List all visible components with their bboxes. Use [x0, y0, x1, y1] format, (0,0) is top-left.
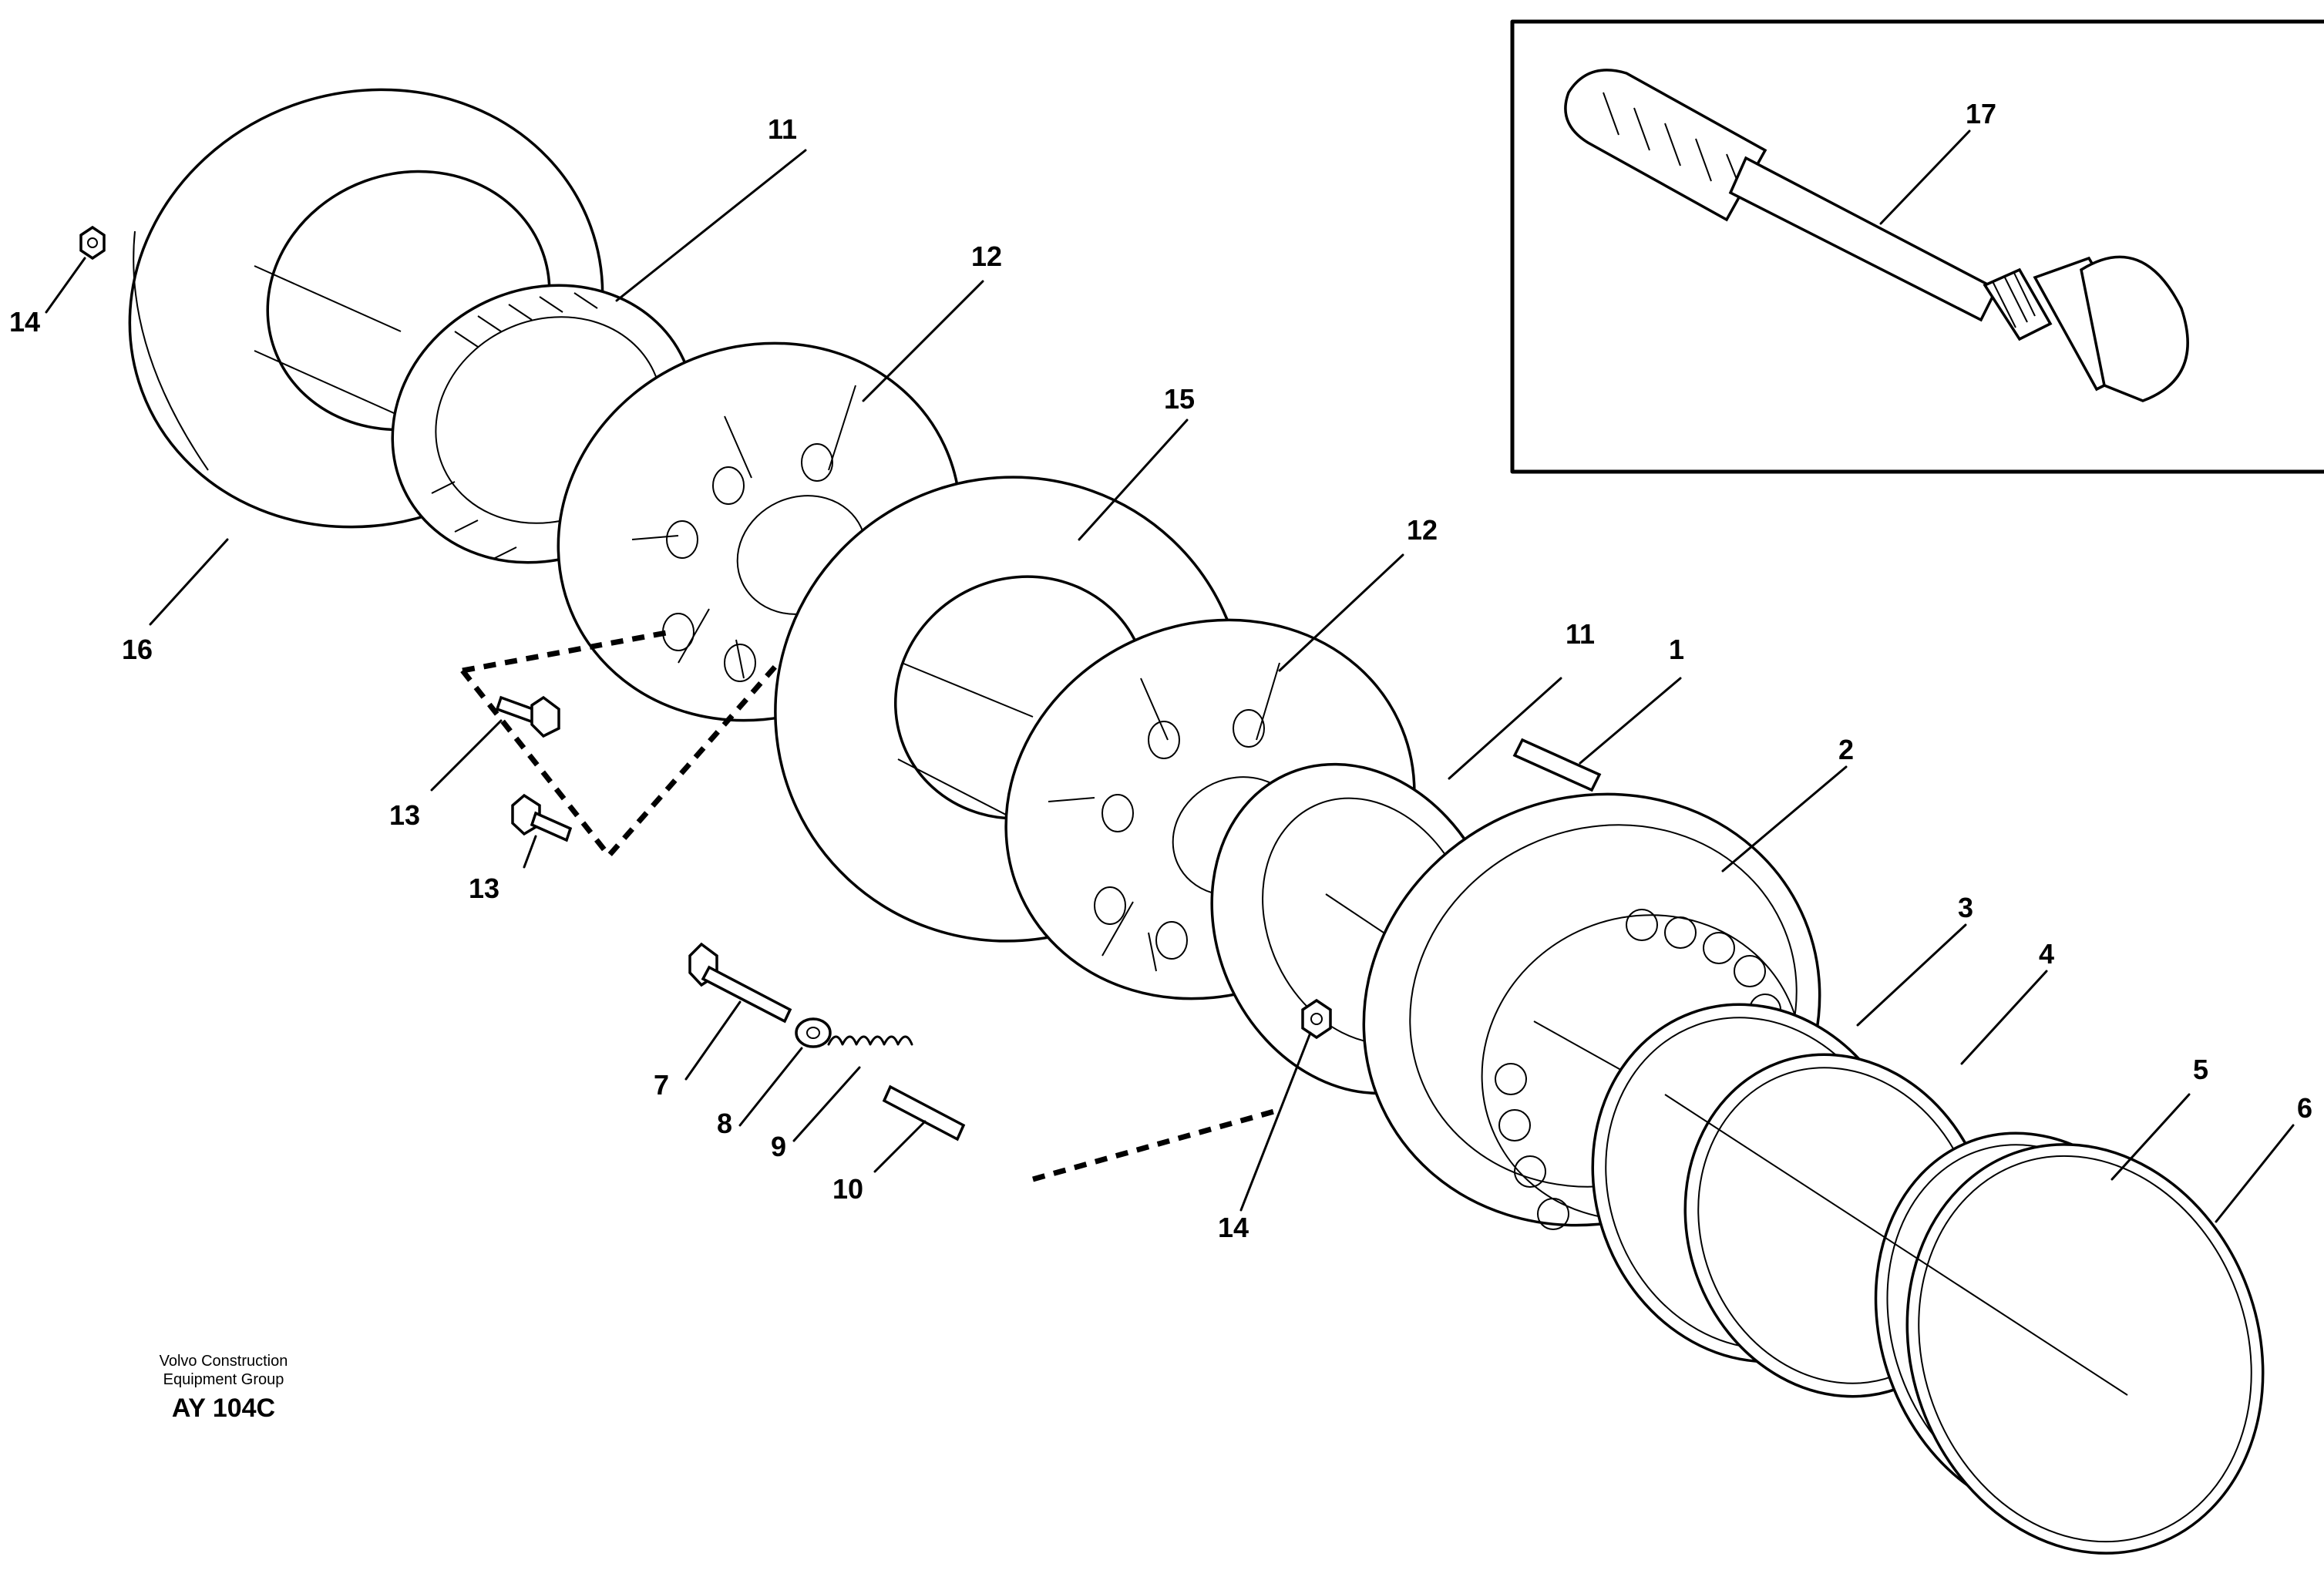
center-axis-line	[1664, 1094, 2128, 1396]
drawing-code: AY 104C	[172, 1394, 275, 1423]
callout-4: 4	[2039, 938, 2054, 970]
callout-15: 15	[1164, 383, 1195, 415]
part-17-tool	[1564, 69, 2189, 402]
callout-5: 5	[2193, 1054, 2208, 1085]
part-9-spring	[827, 1035, 913, 1046]
callout-7: 7	[654, 1069, 669, 1101]
inset-detail-box	[1510, 19, 2324, 474]
callout-12-lower: 12	[1407, 514, 1438, 546]
callout-3: 3	[1958, 892, 1973, 923]
part-13-bolt-lower	[511, 793, 573, 842]
part-8-washer	[795, 1017, 832, 1048]
publisher-line-1: Volvo Construction	[160, 1353, 288, 1370]
callout-17: 17	[1966, 98, 1996, 129]
callout-labels: 11 12 15 12 11 1 2 3 4 5 6 17 14 16 13 1…	[9, 98, 2312, 1243]
callout-14-upper: 14	[9, 306, 40, 338]
part-13-bolt-upper	[495, 695, 560, 738]
callout-11-lower: 11	[1566, 618, 1595, 650]
part-10-pin	[882, 1084, 966, 1141]
callout-11-upper: 11	[768, 113, 797, 145]
drawing-credit-block: Volvo Construction Equipment Group AY 10…	[160, 1353, 288, 1423]
callout-14-lower: 14	[1218, 1212, 1249, 1243]
part-7-bolt	[688, 942, 792, 1024]
callout-9: 9	[771, 1131, 786, 1162]
callout-8: 8	[717, 1108, 732, 1139]
part-6-outer-ring	[1905, 1143, 2265, 1555]
callout-13-upper: 13	[389, 799, 420, 831]
part-1-pin	[1512, 738, 1602, 792]
callout-13-lower: 13	[469, 873, 499, 904]
callout-6: 6	[2297, 1092, 2312, 1124]
part-14-nut-lower	[1301, 998, 1332, 1040]
callout-1: 1	[1669, 634, 1684, 665]
leader-lines	[45, 129, 2295, 1223]
assembly-dashed-lines	[460, 629, 1280, 1182]
part-14-nut-upper	[79, 225, 106, 261]
callout-2: 2	[1838, 734, 1854, 765]
publisher-line-2: Equipment Group	[163, 1371, 284, 1388]
callout-10: 10	[832, 1173, 863, 1205]
callout-12-upper: 12	[971, 240, 1002, 272]
callout-16: 16	[122, 634, 153, 665]
